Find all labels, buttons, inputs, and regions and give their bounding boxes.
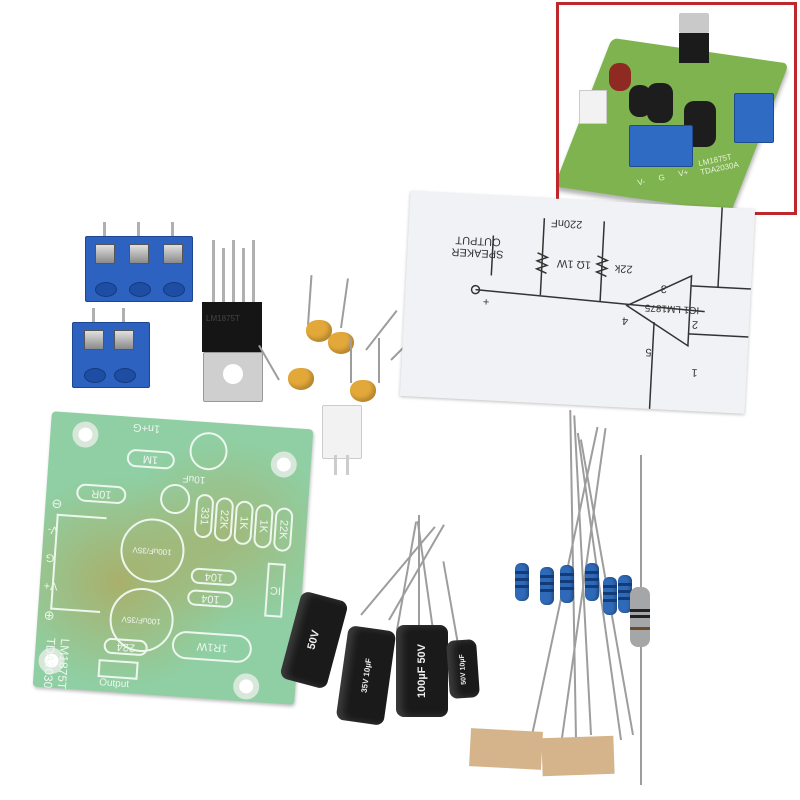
res1-label: 1Ω 1W [556, 256, 592, 271]
silk-cap-10uf [188, 430, 229, 472]
electrolytic-cap-2: 35V 10µF [335, 625, 397, 726]
resistor-1 [515, 563, 529, 601]
silk-jumper: 1n+G [132, 420, 161, 435]
mount-hole [232, 672, 261, 701]
silk-c-104-b-label: 104 [200, 592, 220, 606]
silk-ic-footprint: IC [264, 562, 286, 618]
silk-ic-label: IC [269, 583, 281, 597]
terminal-block-2pin [72, 308, 150, 388]
assembled-board-inset: LM1875T TDA2030A V- G V+ [556, 2, 797, 215]
mount-hole [269, 450, 298, 479]
terminal-block-3pin [85, 222, 193, 302]
inset-3pin-terminal [629, 125, 693, 167]
res2-label: 22k [614, 261, 633, 275]
resistor-6 [618, 575, 632, 613]
inset-cap-2 [647, 83, 673, 123]
resistor-tape-1 [469, 728, 543, 770]
silk-cap-22uf [159, 482, 192, 516]
inset-cap-1 [629, 85, 651, 117]
silk-c-224-label: 224 [116, 640, 136, 654]
speaker-output-label: SPEAKER OUTPUT [451, 233, 504, 261]
silk-r-1k-a-label: 1K [237, 515, 251, 530]
silk-r-1m: 1M [126, 448, 176, 470]
ceramic-cap-2 [328, 332, 354, 354]
silk-plus: ⊕ [43, 608, 56, 624]
inset-2pin-terminal [734, 93, 774, 143]
cap-1-label: 50V [305, 628, 323, 652]
silk-cap-100uf-a-label: 100uF/35V [132, 544, 173, 557]
lm1875-ic: LM1875T [192, 240, 272, 410]
ceramic-capacitors [258, 270, 428, 410]
resistor-3 [560, 565, 574, 603]
silk-r-1k-a: 1K [233, 500, 255, 546]
silk-v-minus: V- [47, 523, 59, 536]
inset-red-capacitor [609, 63, 631, 91]
pin2-label: 2 [691, 318, 699, 331]
ic-marking: LM1875T [206, 314, 240, 323]
jst-connector [322, 405, 362, 475]
resistor-tape-2 [541, 735, 615, 777]
pin3-label: 3 [660, 282, 668, 295]
silk-r-22k-b-label: 22K [276, 519, 290, 540]
plus-label: + [482, 295, 490, 308]
silk-r-10r-label: 10R [90, 487, 112, 501]
silk-r-10r: 10R [75, 483, 127, 505]
silk-cap-100uf-a: 100uF/35V [118, 516, 187, 585]
mount-hole [71, 420, 100, 449]
resistor-5 [603, 577, 617, 615]
inset-regulator [679, 13, 709, 68]
silk-c-104-a-label: 104 [204, 570, 224, 584]
cap-lead [418, 515, 420, 625]
silk-cap-10uf-label: 10uF [182, 472, 206, 486]
silk-r-1k-b: 1K [252, 503, 274, 549]
silk-r-331-label: 331 [197, 506, 211, 526]
silk-r-1k-b-label: 1K [256, 519, 270, 534]
silk-cap-100uf-b-label: 100uF/35V [121, 614, 162, 626]
pin4-label: 4 [621, 314, 629, 327]
pin1-label: 1 [691, 366, 698, 379]
silk-output-label: Output [98, 677, 130, 691]
silk-c-104-b: 104 [186, 589, 234, 609]
silk-r-331: 331 [193, 493, 215, 539]
pin5-label: 5 [645, 345, 652, 358]
silk-r-1m-label: 1M [142, 452, 159, 466]
resistor-4 [585, 563, 599, 601]
schematic-sheet: SPEAKER OUTPUT 220nF 1Ω 1W 22k IC1 LM187… [399, 191, 756, 414]
electrolytic-cap-3: 100µF 50V [396, 625, 448, 717]
schematic-lines [470, 207, 751, 409]
resistor-2 [540, 567, 554, 605]
silk-r-1r1w-label: 1R1W [196, 639, 228, 654]
ceramic-cap-4 [350, 380, 376, 402]
silk-r-22k-b: 22K [272, 507, 294, 553]
silk-v-plus: V+ [43, 579, 58, 592]
silk-g: G [45, 551, 55, 564]
cap-2-label: 35V 10µF [359, 657, 373, 694]
resistors-group [460, 405, 660, 785]
silk-c-104-a: 104 [190, 567, 238, 587]
silk-r-22k-a: 22K [213, 496, 235, 543]
inset-connector [579, 90, 607, 124]
silk-c-224: 224 [103, 637, 149, 657]
bare-pcb: 1n+G 1M 10uF 10R 331 22K 1K 1K 22K 100uF… [32, 411, 314, 705]
silk-power-terminal [50, 513, 107, 614]
silk-r-22k-a-label: 22K [217, 509, 231, 530]
cap-3-label: 100µF 50V [416, 643, 429, 699]
ceramic-cap-1 [306, 320, 332, 342]
silk-r-1r1w: 1R1W [171, 630, 253, 664]
silk-minus: ⊖ [50, 496, 63, 513]
resistor-1w [630, 587, 650, 647]
cap-label: 220nF [550, 216, 583, 231]
ceramic-cap-3 [288, 368, 314, 390]
